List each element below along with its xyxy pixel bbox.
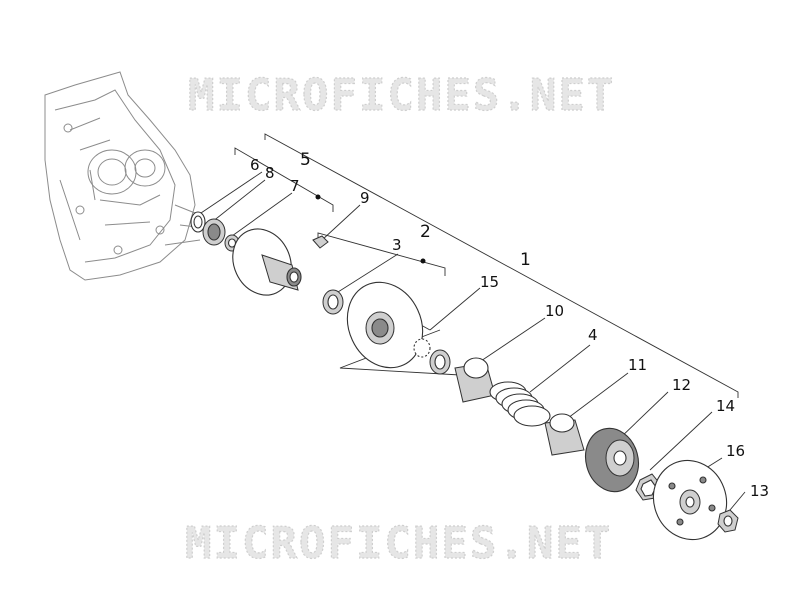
leader-lines: [197, 133, 746, 511]
callout-9: 9: [360, 189, 370, 207]
callout-13: 13: [750, 482, 769, 500]
callout-14: 14: [716, 397, 735, 415]
callout-6: 6: [250, 156, 260, 174]
callout-5: 5: [300, 150, 311, 170]
callout-4: 4: [588, 326, 598, 344]
watermark-bottom: MICROFICHES.NET: [185, 518, 612, 569]
callout-10: 10: [545, 302, 564, 320]
engine-casing-sketch: [44, 71, 206, 281]
callout-3: 3: [392, 236, 402, 254]
callout-12: 12: [672, 376, 691, 394]
callout-8: 8: [265, 164, 275, 182]
part-4-spring: [489, 381, 551, 427]
watermark-top: MICROFICHES.NET: [188, 70, 615, 121]
callout-2: 2: [420, 222, 431, 242]
part-9-pin: [312, 235, 329, 249]
callout-labels: 1 2 3 4 5 6 7 8 9 10 11 12 13 14 15 16: [250, 150, 769, 500]
part-5-pulley-disc: [232, 228, 292, 296]
callout-16: 16: [726, 442, 745, 460]
callout-15: 15: [480, 273, 499, 291]
callout-7: 7: [290, 177, 300, 195]
part-15-oring: [413, 338, 431, 358]
callout-11: 11: [628, 356, 647, 374]
parts: [190, 211, 739, 541]
callout-1: 1: [520, 250, 531, 270]
